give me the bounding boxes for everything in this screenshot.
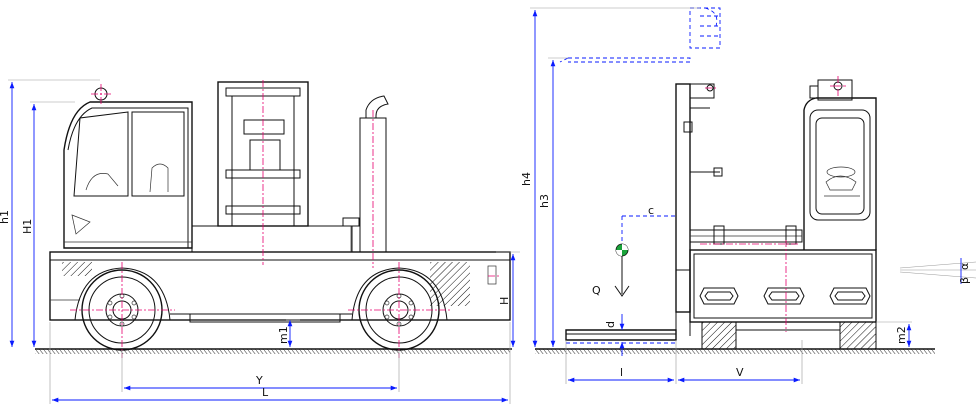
label-H: H [498,297,511,305]
label-h4: h4 [520,172,533,186]
dimension-h4: h4 [520,7,700,347]
load-centre-marker: c Q [592,204,676,297]
cab-window-rear [131,111,185,197]
dimension-h1: h1 [0,79,100,347]
lamp-right [829,287,871,305]
end-view-truck: α β [559,7,976,350]
dimension-d: d [604,314,625,356]
ground-line-right [535,348,935,354]
label-d: d [604,321,617,328]
dimension-V: V [678,340,803,384]
tyre-right [839,321,877,350]
end-view-chassis [689,249,877,323]
dimension-m2: m2 [876,321,912,347]
label-beta: β [958,277,971,284]
label-alpha: α [958,263,971,270]
end-view-steering [825,175,857,191]
lifting-mast [217,80,309,265]
tyre-left [701,321,737,350]
end-view-forks [565,269,691,344]
dimension-H: H [496,251,520,347]
label-l: l [620,366,623,379]
tilt-angle-indicator: α β [899,258,976,284]
warning-triangle [71,214,91,235]
lamp-left [699,287,739,305]
dimension-H1: H1 [21,101,75,347]
label-V: V [736,366,744,379]
end-view-mast [675,83,691,313]
operator-cab [63,84,193,249]
dimension-l: l [565,340,677,384]
label-m1: m1 [277,326,290,344]
ground-line-left [35,348,512,354]
dimension-Y: Y [121,350,400,392]
dimension-L: L [49,322,511,404]
label-c: c [648,204,654,217]
rear-vent [430,262,470,306]
front-vent [62,262,92,276]
end-view-cab [803,76,877,250]
fuel-cap [342,217,360,227]
cab-window-front [73,111,129,197]
dimension-m1: m1 [277,319,300,347]
exhaust-pipe [359,95,389,268]
label-Y: Y [255,374,263,387]
lamp-center [763,287,805,305]
label-m2: m2 [895,326,908,344]
operator-seat [149,163,169,193]
dimension-h3: h3 [538,57,568,347]
label-H1: H1 [21,219,34,234]
steering-wheel [85,173,119,191]
label-L: L [262,386,269,399]
label-Q: Q [592,284,601,297]
label-h3: h3 [538,194,551,208]
side-view-truck [49,80,511,358]
label-h1: h1 [0,210,11,224]
